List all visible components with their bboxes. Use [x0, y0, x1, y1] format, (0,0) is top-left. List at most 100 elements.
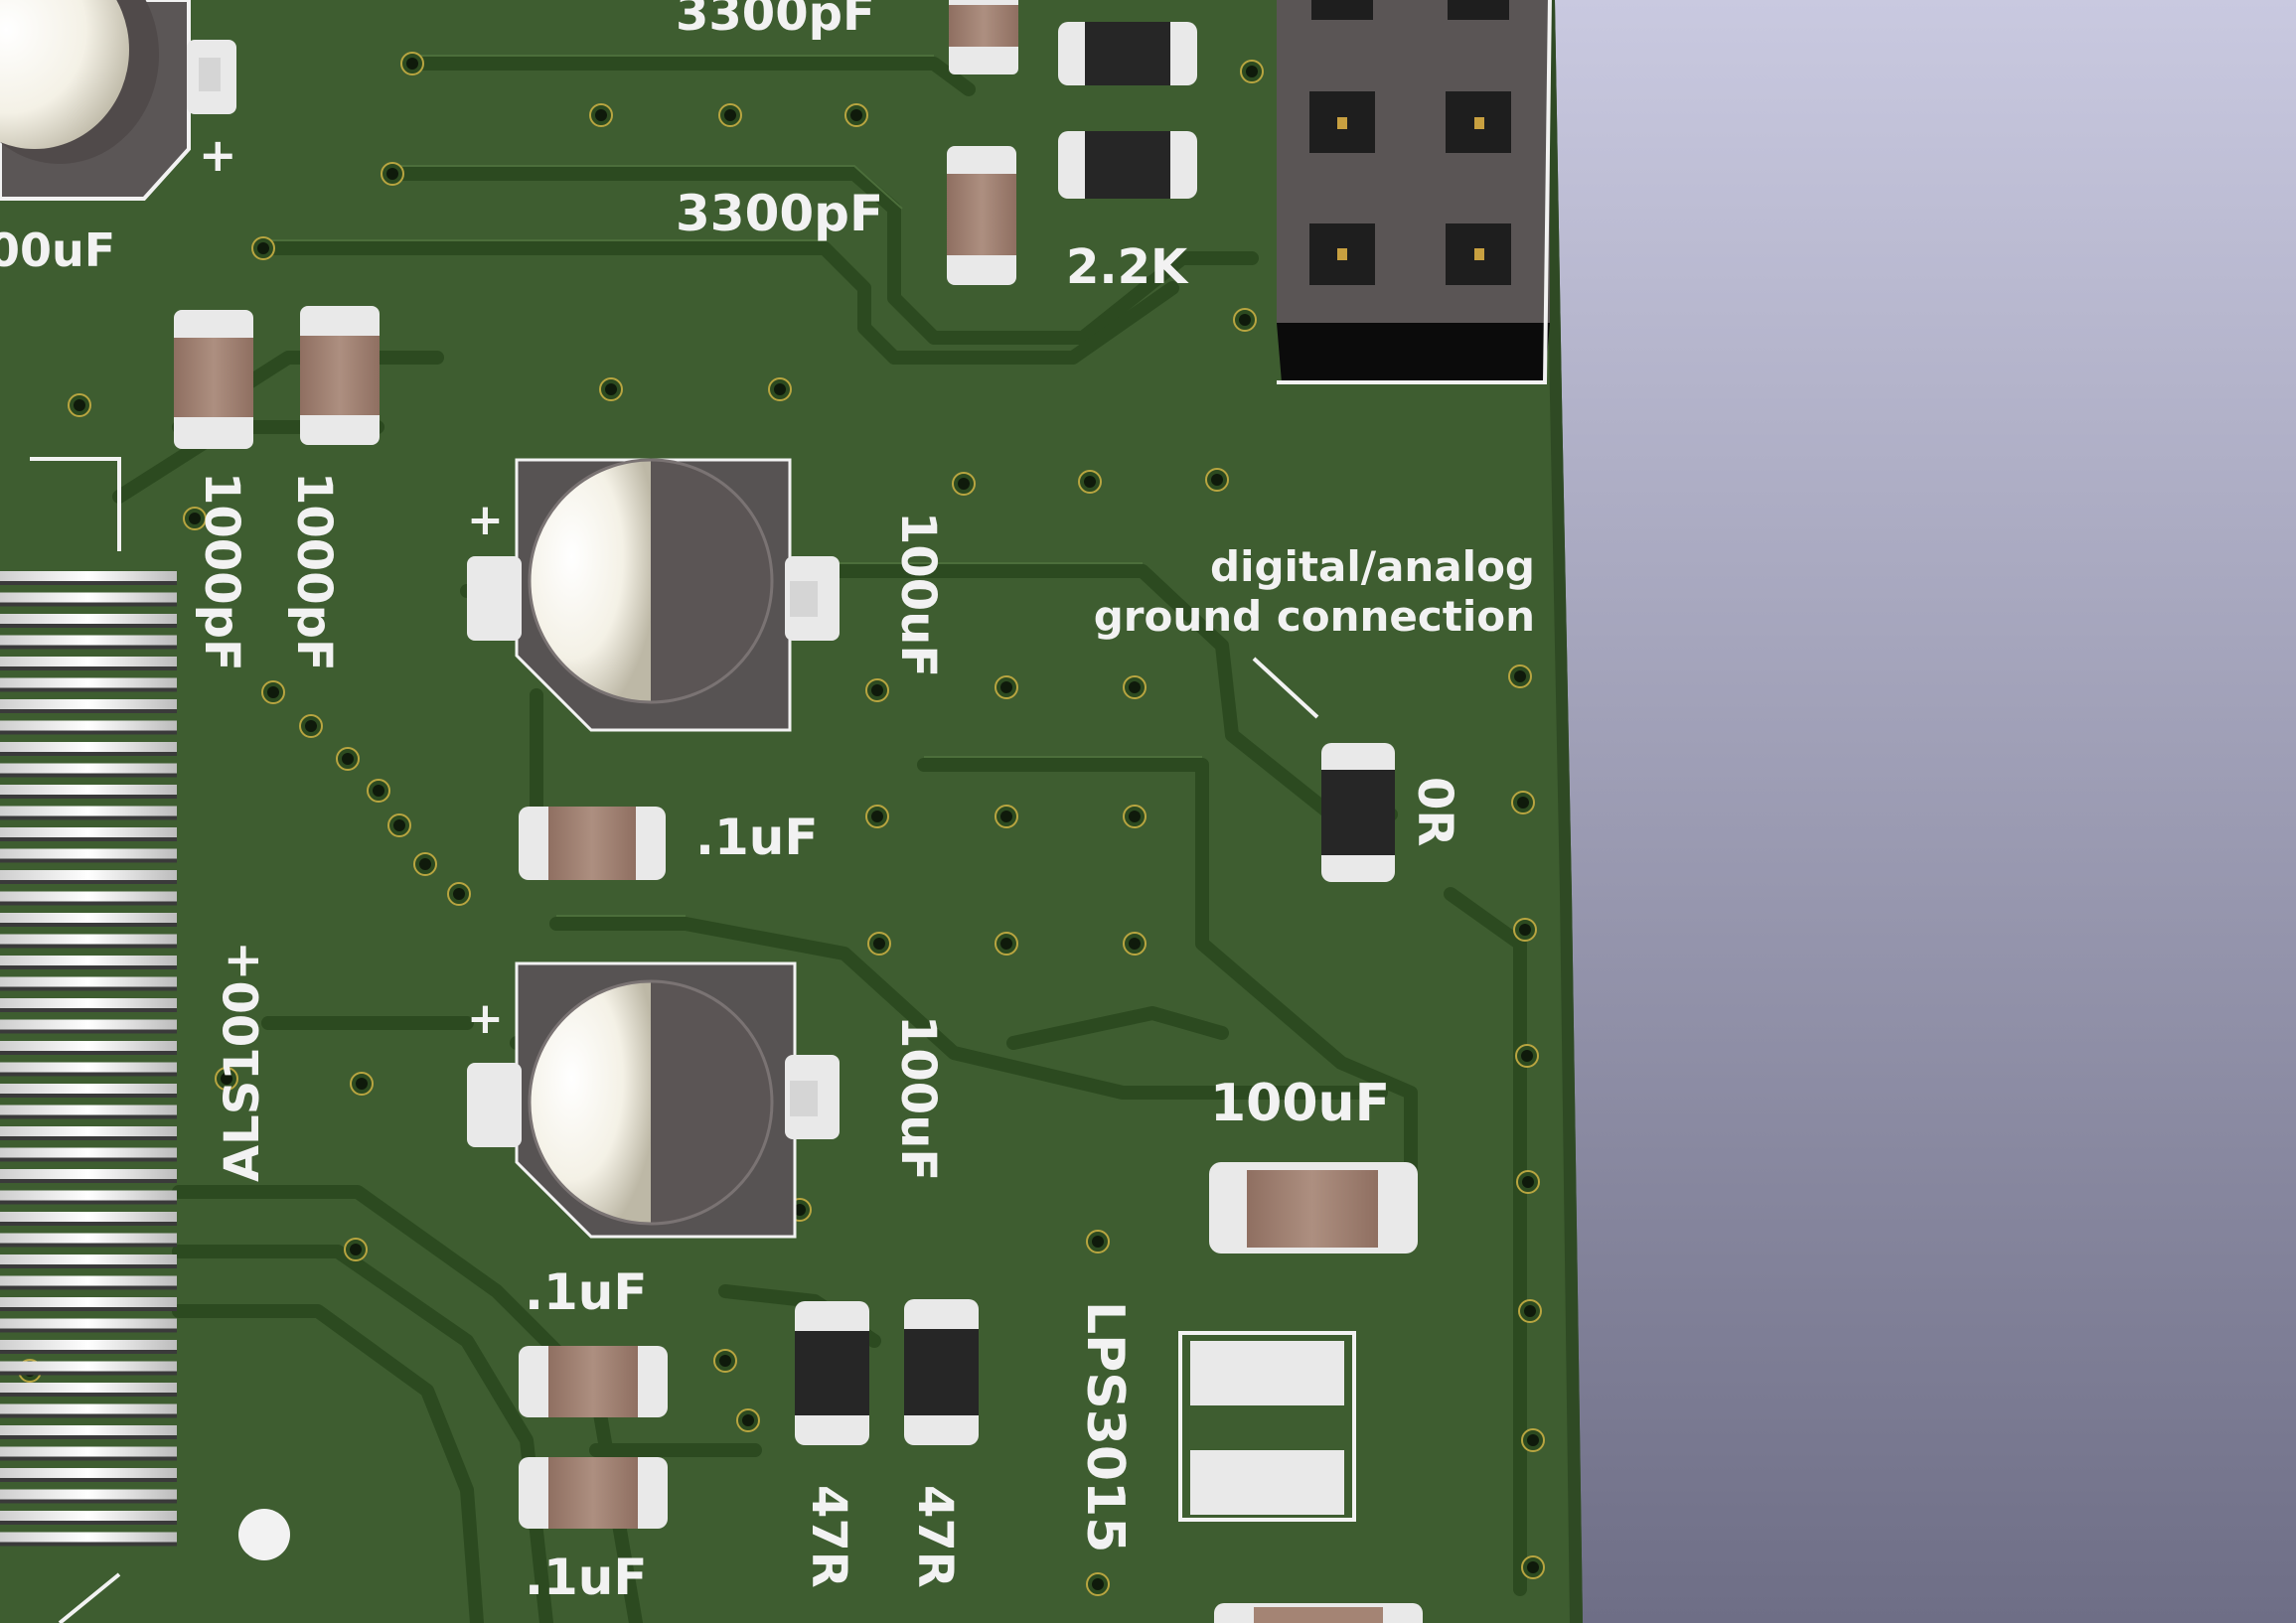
ic-pin [0, 1212, 177, 1225]
ic-pin-shadow [0, 645, 177, 650]
via-hole [871, 684, 883, 696]
inductor-lps3015-footprint [1178, 1331, 1356, 1522]
via-hole [453, 888, 465, 900]
via-hole [873, 938, 885, 950]
label-plus-topleft: + [199, 128, 237, 182]
via-hole [850, 109, 862, 121]
via-hole [1129, 938, 1141, 950]
ic-pin [0, 1147, 177, 1161]
via-hole [1129, 811, 1141, 822]
via-hole [871, 811, 883, 822]
ic-pin-shadow [0, 815, 177, 820]
ic-pin-shadow [0, 880, 177, 884]
via-hole [1000, 681, 1012, 693]
ic-pin-shadow [0, 1136, 177, 1140]
via-hole [1239, 314, 1251, 326]
cap-1000pf-b-component [300, 306, 380, 445]
ic-pin-shadow [0, 1114, 177, 1119]
ic-pin [0, 1254, 177, 1267]
ic-pin [0, 1233, 177, 1247]
ic-pin-shadow [0, 858, 177, 863]
ic-pin-shadow [0, 709, 177, 713]
resistor-47r-a-component [795, 1301, 869, 1445]
label-cap-100uf-smd: 100uF [1210, 1074, 1390, 1133]
label-cap-1000pf-a: 1000pF [194, 472, 249, 671]
ic-pin [0, 657, 177, 669]
ic-pin-shadow [0, 1350, 177, 1354]
via-hole [1524, 1305, 1536, 1317]
via-hole [1129, 681, 1141, 693]
ic-pin-shadow [0, 1072, 177, 1077]
ic-pin [0, 1511, 177, 1524]
ic-pin [0, 614, 177, 627]
via-hole [958, 478, 970, 490]
ic-pin-shadow [0, 1029, 177, 1034]
label-res-2-2k: 2.2K [1066, 239, 1189, 295]
via-hole [719, 1355, 731, 1367]
ic-pins [0, 571, 177, 1547]
ic-outline-corner [30, 457, 121, 551]
via-hole [724, 109, 736, 121]
via-hole [1514, 670, 1526, 682]
ic-pin-shadow [0, 1243, 177, 1248]
via-hole [1211, 474, 1223, 486]
ic-pin-shadow [0, 752, 177, 756]
ic-pin [0, 699, 177, 712]
cap-100uf-smd-component [1209, 1162, 1418, 1254]
via-hole [1092, 1236, 1104, 1248]
ic-pin [0, 1275, 177, 1289]
ic-pin [0, 827, 177, 840]
ic-pin-shadow [0, 1499, 177, 1504]
ic-pin [0, 1383, 177, 1396]
ic-pin [0, 1403, 177, 1417]
ic-pin-shadow [0, 624, 177, 628]
via-hole [774, 383, 786, 395]
via-hole [267, 686, 279, 698]
via-hole [189, 513, 201, 524]
cap-0-1uf-bottom-b-component [519, 1457, 668, 1529]
ic-pin-shadow [0, 1413, 177, 1418]
ic-outline-bottom [58, 1572, 121, 1623]
label-gnd-note-line1: digital/analog [1210, 542, 1535, 591]
ic-pin [0, 763, 177, 777]
ic-pin-shadow [0, 986, 177, 991]
ic-pin [0, 848, 177, 862]
electrolytic-cap-topleft [0, 0, 236, 201]
label-cap-3300pf-mid: 3300pF [676, 185, 883, 242]
via-hole [1000, 811, 1012, 822]
via-hole [742, 1414, 754, 1426]
bottom-right-component [1214, 1603, 1423, 1623]
via-hole [1527, 1561, 1539, 1573]
pin-header-connector [1277, 0, 1552, 384]
label-inductor-lps3015: LPS3015 [1075, 1301, 1135, 1552]
via-hole [794, 1204, 806, 1216]
ic-pin-shadow [0, 1285, 177, 1290]
via-hole [1084, 476, 1096, 488]
label-cap-3300pf-top: 3300pF [676, 0, 875, 42]
ic-pin-shadow [0, 1179, 177, 1183]
via-hole [393, 819, 405, 831]
ic-pin [0, 785, 177, 798]
ic-pin-shadow [0, 1456, 177, 1461]
ic-pin [0, 1105, 177, 1118]
electrolytic-cap-middle-upper [467, 458, 840, 732]
ic-pin [0, 1297, 177, 1310]
ic-pin [0, 1126, 177, 1139]
label-cap-100uf-right-a: 100uF [890, 512, 946, 677]
cap-0-1uf-bottom-a-component [519, 1346, 668, 1417]
ic-pin [0, 956, 177, 968]
ic-pin-shadow [0, 687, 177, 692]
via-hole [605, 383, 617, 395]
ic-pin-shadow [0, 773, 177, 778]
ic-pin [0, 720, 177, 734]
ic-pin [0, 1468, 177, 1481]
cap-3300pf-top-component [949, 0, 1018, 74]
ic-pin-shadow [0, 901, 177, 906]
ic-pin-shadow [0, 795, 177, 799]
label-res-47r-a: 47R [801, 1485, 856, 1588]
label-cap-0-1uf-mid: .1uF [695, 809, 819, 866]
ic-pin-shadow [0, 1435, 177, 1439]
ic-pin-shadow [0, 1051, 177, 1055]
